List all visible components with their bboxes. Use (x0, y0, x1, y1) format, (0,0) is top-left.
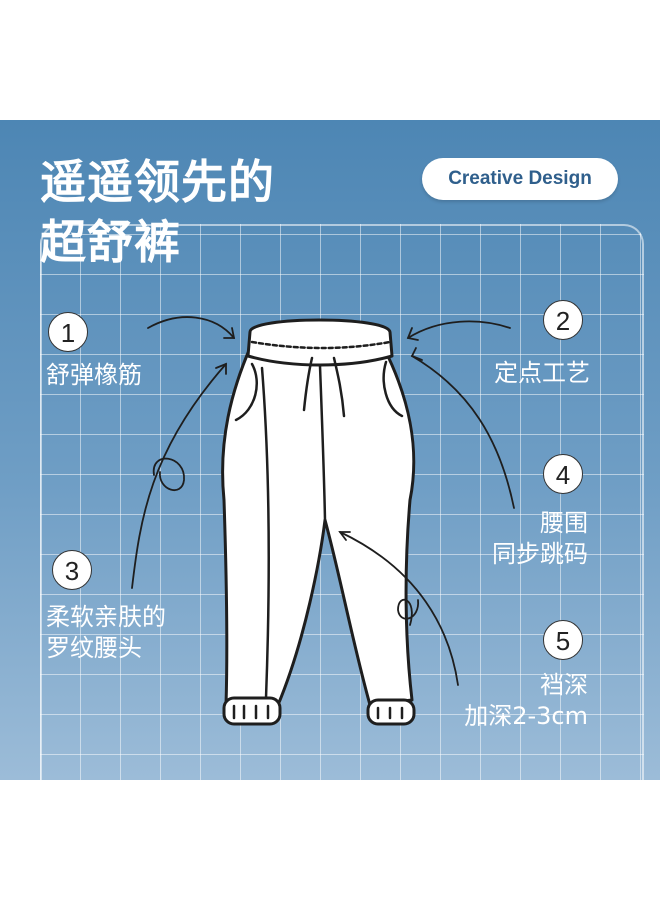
drawstring-right (332, 356, 346, 418)
waistband-rib (250, 340, 392, 350)
right-cuff-rib (376, 706, 404, 720)
waistband (246, 318, 394, 367)
left-cuff (222, 696, 282, 726)
pants-illustration (131, 316, 515, 726)
creative-design-badge: Creative Design (422, 158, 618, 200)
arrow-1 (147, 316, 235, 339)
callout-4-label: 腰围 同步跳码 (492, 508, 588, 570)
left-cuff-rib (232, 704, 270, 720)
curved-arrow-icon (131, 316, 515, 686)
callout-5-label: 裆深 加深2-3cm (464, 670, 588, 732)
callout-5-number: 5 (543, 620, 583, 660)
feature-panel: 遥遥领先的 超舒裤 Creative Design (0, 120, 660, 780)
callout-3-line-1: 柔软亲肤的 (46, 603, 166, 631)
drawstring-left (302, 356, 314, 412)
headline-line-2: 超舒裤 (40, 215, 181, 269)
headline-line-1: 遥遥领先的 (40, 155, 275, 209)
callout-1-line-1: 舒弹橡筋 (46, 361, 142, 389)
arrow-1b (131, 363, 227, 589)
right-pocket (382, 360, 404, 418)
arrow-2 (407, 320, 511, 339)
callout-1-number: 1 (48, 312, 88, 352)
arrow-4 (411, 355, 515, 509)
callout-5-line-1: 裆深 (540, 671, 588, 699)
arrow-1b-loop (153, 457, 185, 492)
arrow-2-head (406, 327, 419, 341)
callout-2-label: 定点工艺 (494, 358, 590, 389)
pants-body (221, 346, 416, 707)
callout-4-line-2: 同步跳码 (492, 540, 588, 568)
callout-2-line-1: 定点工艺 (494, 359, 590, 387)
callout-4-line-1: 腰围 (540, 509, 588, 537)
arrow-5-head (338, 531, 351, 541)
callout-4-number: 4 (543, 454, 583, 494)
arrow-4-head (410, 347, 423, 361)
callout-3-line-2: 罗纹腰头 (46, 634, 142, 662)
arrow-5-loop (397, 598, 419, 626)
arrow-1-head (223, 327, 236, 339)
arrow-1b-head (215, 362, 227, 375)
callout-5-line-2: 加深2-3cm (464, 702, 588, 730)
headline: 遥遥领先的 超舒裤 (40, 152, 275, 272)
callout-3-number: 3 (52, 550, 92, 590)
center-seam (318, 364, 327, 522)
left-pocket (234, 362, 258, 422)
left-leg-seam (260, 366, 270, 700)
arrow-5 (339, 531, 459, 686)
callout-3-label: 柔软亲肤的 罗纹腰头 (46, 602, 166, 664)
callout-2-number: 2 (543, 300, 583, 340)
callout-1-label: 舒弹橡筋 (46, 360, 142, 391)
